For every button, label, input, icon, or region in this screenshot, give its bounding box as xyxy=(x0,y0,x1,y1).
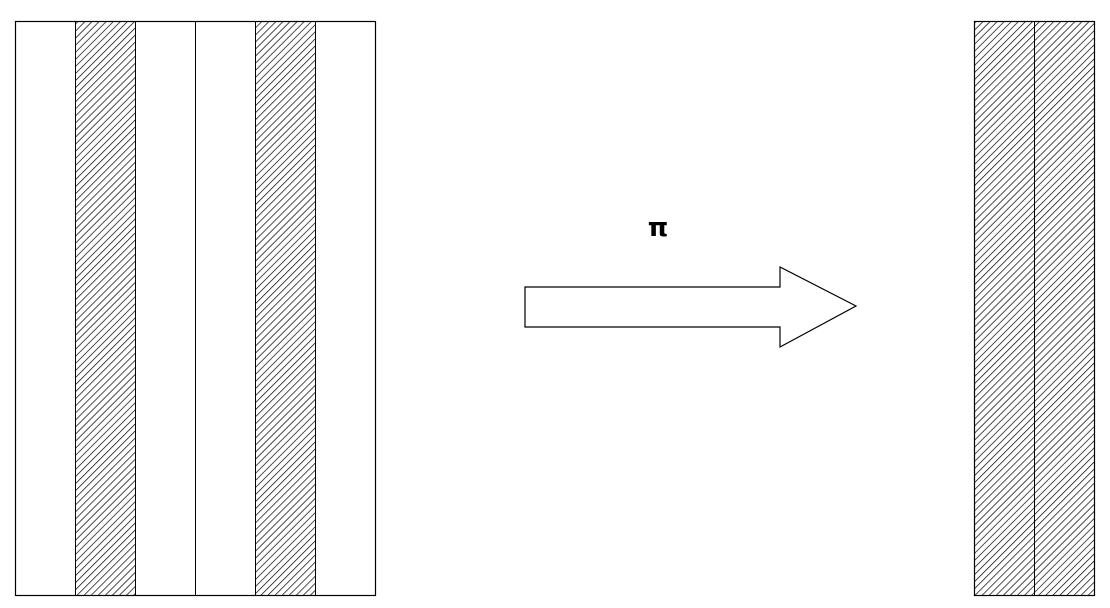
left-column-1-blank xyxy=(15,21,76,596)
left-block-outline xyxy=(14,20,377,597)
right-column-1-hatched xyxy=(974,21,1035,596)
right-block-outline xyxy=(973,20,1096,597)
left-column-4-blank xyxy=(195,21,256,596)
projection-arrow: π xyxy=(524,213,858,349)
left-column-3-blank xyxy=(135,21,196,596)
arrow-label-pi: π xyxy=(648,213,669,243)
left-column-2-hatched xyxy=(75,21,136,596)
right-arrow-icon xyxy=(524,266,858,349)
right-column-2-hatched xyxy=(1034,21,1095,596)
result-column-block xyxy=(973,20,1096,597)
left-column-5-hatched xyxy=(255,21,316,596)
left-column-6-blank xyxy=(315,21,376,596)
source-column-block xyxy=(14,20,377,597)
